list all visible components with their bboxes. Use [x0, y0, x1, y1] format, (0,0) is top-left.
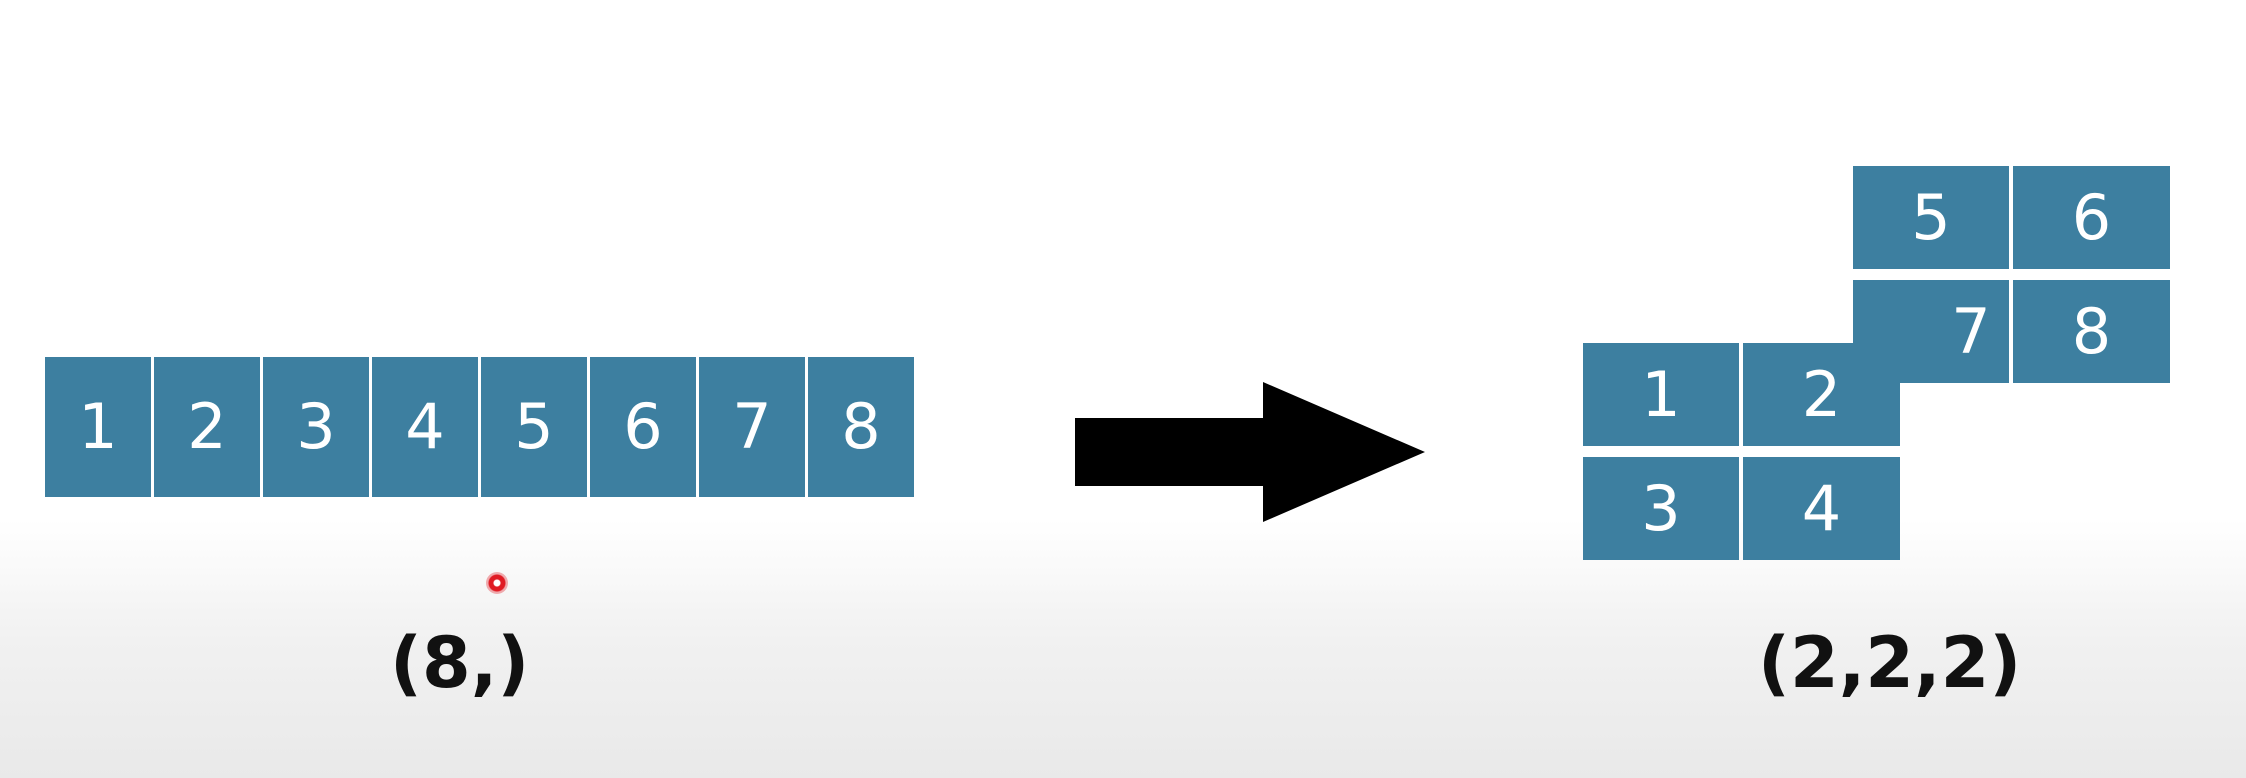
right-arrow-icon — [1075, 382, 1425, 522]
flat-array-shape-label: (8,) — [390, 622, 530, 704]
laser-pointer-dot — [486, 572, 508, 594]
reshaped-array-cell: 4 — [1743, 457, 1900, 560]
flat-array-cell: 6 — [590, 357, 696, 497]
reshaped-array-cell: 3 — [1583, 457, 1739, 560]
reshaped-array-cell: 1 — [1583, 343, 1739, 446]
flat-array-cell: 5 — [481, 357, 587, 497]
reshaped-array-shape-label: (2,2,2) — [1758, 622, 2022, 704]
reshaped-array-cell: 6 — [2013, 166, 2170, 269]
flat-array-cell: 1 — [45, 357, 151, 497]
flat-array-cell: 4 — [372, 357, 478, 497]
reshaped-array-cell: 5 — [1853, 166, 2009, 269]
flat-array-cell: 8 — [808, 357, 914, 497]
reshaped-array-cell: 8 — [2013, 280, 2170, 383]
reshaped-array-cell: 2 — [1743, 343, 1900, 446]
flat-array-cell: 7 — [699, 357, 805, 497]
flat-array-cell: 2 — [154, 357, 260, 497]
flat-array-cell: 3 — [263, 357, 369, 497]
